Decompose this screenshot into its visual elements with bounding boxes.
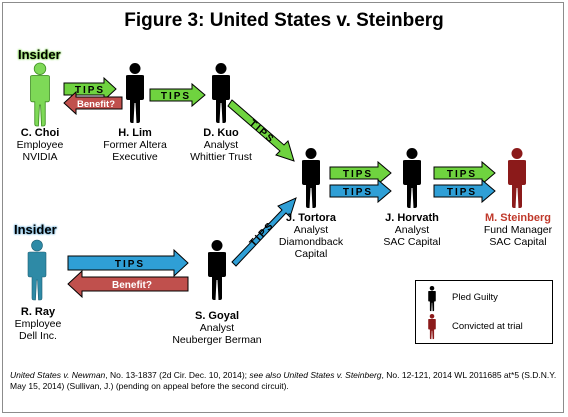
label-tips-lim-kuo: TIPS: [161, 91, 191, 102]
arrow-benefit-lim-choi: [63, 90, 123, 116]
insider-label-top: Insider: [18, 47, 61, 62]
footnote-case2-cite: , No. 12-121, 2014 WL 2011685 at*5 (S.D.…: [10, 370, 557, 391]
person-icon-lim: [126, 63, 144, 123]
arrow-tips-tortora-horvath-blue: [329, 178, 392, 204]
role-kuo: Analyst: [203, 139, 239, 151]
person-icon-ray: [27, 239, 47, 301]
label-tips-horvath-steinberg-blue: TIPS: [447, 187, 477, 198]
caption-choi: C. Choi Employee NVIDIA: [0, 127, 80, 163]
legend-pled-guilty-icon: [428, 286, 436, 312]
label-benefit-lim-choi: Benefit?: [77, 99, 115, 110]
role-lim: Former Altera: [103, 139, 167, 151]
org-tortora: Diamondback: [278, 236, 344, 248]
name-ray: R. Ray: [20, 306, 56, 318]
caption-kuo: D. Kuo Analyst Whittier Trust: [181, 127, 261, 163]
org-ray: Dell Inc.: [19, 330, 57, 342]
label-tips-ray-goyal: TIPS: [115, 259, 145, 270]
label-tips-horvath-steinberg-green: TIPS: [447, 169, 477, 180]
label-benefit-goyal-ray: Benefit?: [112, 280, 152, 291]
label-tips-tortora-horvath-blue: TIPS: [343, 187, 373, 198]
name-horvath: J. Horvath: [385, 212, 439, 224]
label-tips-tortora-horvath-green: TIPS: [343, 169, 373, 180]
name-tortora: J. Tortora: [286, 212, 336, 224]
org-kuo: Whittier Trust: [190, 151, 252, 163]
label-tips-choi-lim: TIPS: [75, 85, 105, 96]
person-icon-kuo: [212, 63, 230, 123]
caption-horvath: J. Horvath Analyst SAC Capital: [372, 212, 452, 248]
caption-tortora: J. Tortora Analyst Diamondback Capital: [271, 212, 351, 260]
figure-frame: [2, 2, 564, 413]
legend-convicted-icon: [428, 314, 436, 340]
caption-ray: R. Ray Employee Dell Inc.: [0, 306, 76, 342]
role-goyal: Analyst: [199, 322, 235, 334]
name-steinberg: M. Steinberg: [484, 212, 551, 224]
arrow-tips-lim-kuo: [149, 82, 206, 108]
name-lim: H. Lim: [118, 127, 152, 139]
person-icon-goyal: [208, 240, 226, 300]
caption-goyal: S. Goyal Analyst Neuberger Berman: [172, 310, 262, 346]
legend-box: Pled Guilty Convicted at trial: [415, 280, 553, 344]
role-tortora: Analyst: [293, 224, 329, 236]
footnote-see-also: see also United States v. Steinberg: [249, 370, 382, 380]
arrow-tips-horvath-steinberg-blue: [433, 178, 496, 204]
person-icon-horvath: [403, 148, 421, 208]
org-choi: NVIDIA: [22, 151, 58, 163]
footnote-case1: United States v. Newman: [10, 370, 106, 380]
role-ray: Employee: [14, 318, 62, 330]
caption-lim: H. Lim Former Altera Executive: [95, 127, 175, 163]
arrow-tips-horvath-steinberg-green: [433, 160, 496, 186]
role-horvath: Analyst: [394, 224, 430, 236]
caption-steinberg: M. Steinberg Fund Manager SAC Capital: [474, 212, 562, 248]
org-tortora-2: Capital: [294, 248, 328, 260]
role-choi: Employee: [16, 139, 64, 151]
name-kuo: D. Kuo: [203, 127, 239, 139]
legend-pled-guilty-label: Pled Guilty: [452, 292, 498, 303]
name-choi: C. Choi: [20, 127, 60, 139]
arrow-tips-choi-lim: [63, 76, 117, 102]
person-icon-steinberg: [508, 148, 526, 208]
arrow-tips-tortora-horvath-green: [329, 160, 392, 186]
legend-convicted-label: Convicted at trial: [452, 321, 523, 332]
arrow-tips-ray-goyal: [67, 248, 189, 278]
org-steinberg: SAC Capital: [489, 236, 547, 248]
arrow-tips-kuo-tortora: [227, 99, 295, 162]
footnote-citation: United States v. Newman, No. 13-1837 (2d…: [10, 370, 558, 392]
org-horvath: SAC Capital: [383, 236, 441, 248]
figure-title: Figure 3: United States v. Steinberg: [124, 10, 444, 31]
name-goyal: S. Goyal: [194, 310, 240, 322]
org-lim: Executive: [112, 151, 158, 163]
insider-label-bottom: Insider: [14, 222, 57, 237]
arrow-tips-goyal-tortora: [231, 197, 297, 267]
footnote-case1-cite: , No. 13-1837 (2d Cir. Dec. 10, 2014);: [105, 370, 250, 380]
person-icon-tortora: [302, 148, 320, 208]
role-steinberg: Fund Manager: [483, 224, 553, 236]
arrow-benefit-goyal-ray: [67, 269, 189, 299]
org-goyal: Neuberger Berman: [172, 334, 262, 346]
person-icon-choi: [30, 62, 50, 127]
